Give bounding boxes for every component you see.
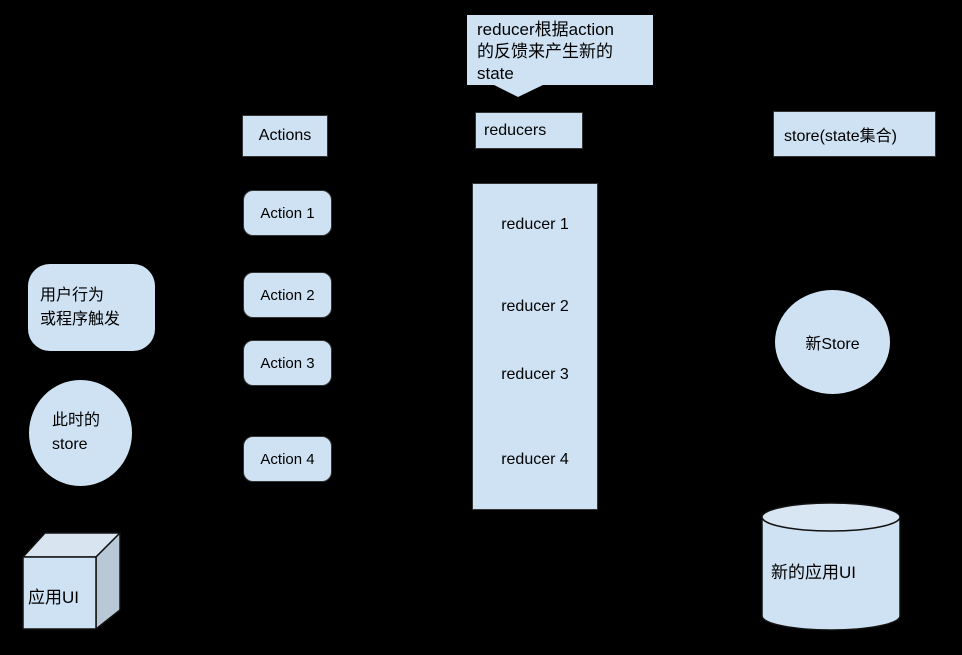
- reducer-3-label: reducer 3: [501, 366, 569, 383]
- reducer-callout-tail-icon: [492, 84, 545, 97]
- action-4-node: Action 4: [243, 436, 332, 482]
- reducer-4-label: reducer 4: [501, 451, 569, 468]
- action-1-node: Action 1: [243, 190, 332, 236]
- actions-column-header: Actions: [242, 115, 328, 157]
- reducers-container: reducer 1 reducer 2 reducer 3 reducer 4: [472, 183, 598, 510]
- action-2-node: Action 2: [243, 272, 332, 318]
- app-ui-label: 应用UI: [28, 588, 79, 607]
- new-store-node: 新Store: [775, 290, 890, 394]
- reducer-callout-bubble: reducer根据action 的反馈来产生新的 state: [467, 15, 653, 85]
- new-app-ui-label: 新的应用UI: [771, 563, 856, 582]
- reducer-callout-text: reducer根据action 的反馈来产生新的 state: [477, 20, 615, 83]
- reducer-2-label: reducer 2: [501, 298, 569, 315]
- current-store-label: 此时的 store: [52, 412, 101, 453]
- user-trigger-node: 用户行为 或程序触发: [28, 264, 155, 351]
- current-store-node: 此时的 store: [29, 380, 132, 486]
- action-3-node: Action 3: [243, 340, 332, 386]
- cylinder-shape-icon: [761, 502, 901, 631]
- store-column-header: store(state集合): [773, 111, 936, 157]
- cube-shape-icon: [22, 532, 121, 630]
- reducer-1-label: reducer 1: [501, 216, 569, 233]
- new-app-ui-cylinder: 新的应用UI: [755, 498, 907, 640]
- reducers-column-header: reducers: [475, 112, 583, 149]
- user-trigger-label: 用户行为 或程序触发: [40, 286, 121, 328]
- app-ui-cube: 应用UI: [20, 525, 125, 637]
